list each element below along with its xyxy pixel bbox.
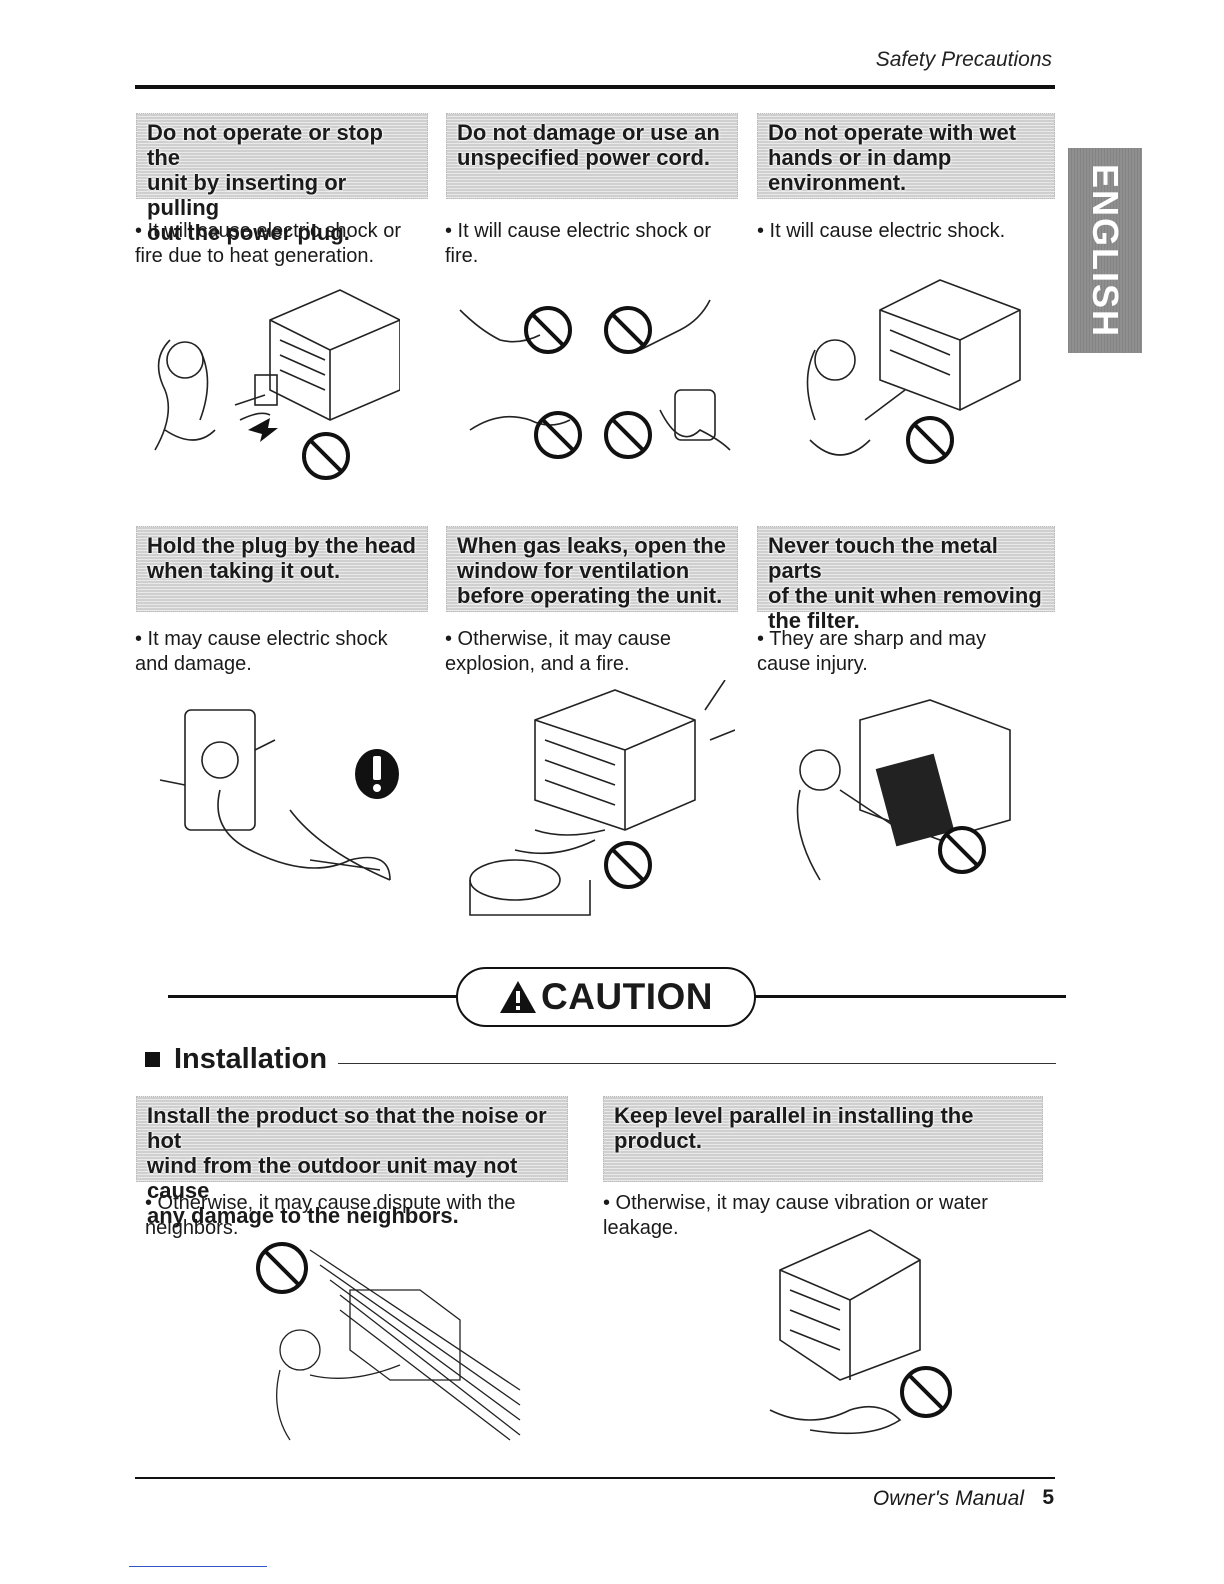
header-rule (135, 85, 1055, 89)
warning-bullet: • They are sharp and may cause injury. (757, 628, 986, 675)
warning-box-metal-parts: Never touch the metal parts of the unit … (757, 526, 1055, 633)
square-bullet-icon (145, 1052, 160, 1067)
footer-page-number: 5 (1042, 1486, 1054, 1509)
caution-banner: CAUTION (456, 967, 756, 1027)
prohibited-icon (256, 1242, 308, 1294)
caution-text: Install the product so that the noise or… (147, 1103, 547, 1228)
illustration-hold-plug (159, 709, 399, 881)
prohibited-icon (938, 826, 986, 874)
caution-box-noise: Install the product so that the noise or… (136, 1096, 568, 1228)
prohibited-icon (900, 1366, 952, 1418)
exclamation-icon (355, 749, 399, 799)
illustration-gas-leak (469, 680, 735, 916)
warning-bullet: • It may cause electric shock and damage… (135, 628, 388, 675)
warning-text: Do not operate with wet hands or in damp… (768, 120, 1017, 195)
prohibited-icon (524, 306, 652, 459)
warning-triangle-icon (499, 981, 536, 1013)
warning-bullet: • Otherwise, it may cause explosion, and… (445, 628, 671, 675)
warning-text: Never touch the metal parts of the unit … (768, 533, 1042, 633)
illustration-damaged-cord (459, 299, 731, 459)
warning-text: Do not damage or use an unspecified powe… (457, 120, 720, 170)
section-title-installation: Installation (145, 1043, 327, 1076)
prohibited-icon (906, 416, 954, 464)
prohibited-icon (604, 841, 652, 889)
caution-text: Keep level parallel in installing the pr… (614, 1103, 974, 1153)
illustration-metal-parts (796, 699, 1011, 881)
warning-box-hold-plug: Hold the plug by the head when taking it… (136, 526, 428, 612)
warning-bullet: • It will cause electric shock or fire. (445, 220, 711, 267)
caution-box-level: Keep level parallel in installing the pr… (603, 1096, 1043, 1182)
footer-rule (135, 1477, 1055, 1479)
warning-text: Do not operate or stop the unit by inser… (147, 120, 383, 245)
illustration-wet-hands (806, 279, 1021, 464)
page-edge-mark (129, 1566, 267, 1567)
warning-box-gas-leak: When gas leaks, open the window for vent… (446, 526, 738, 612)
warning-bullet: • It will cause electric shock. (757, 220, 1006, 242)
warning-text: When gas leaks, open the window for vent… (457, 533, 726, 608)
illustration-installation-neighbors (256, 1242, 521, 1441)
illustration-pulling-plug (154, 289, 400, 480)
section-rule (338, 1063, 1056, 1064)
caution-label: CAUTION (540, 976, 714, 1017)
caution-rule-left (168, 995, 458, 998)
warning-box-power-plug: Do not operate or stop the unit by inser… (136, 113, 428, 245)
illustration-installation-level (769, 1229, 952, 1435)
warning-box-power-cord: Do not damage or use an unspecified powe… (446, 113, 738, 199)
language-tab-label: ENGLISH (1085, 163, 1127, 338)
caution-rule-right (754, 995, 1066, 998)
prohibited-icon (302, 432, 350, 480)
caution-bullet: • Otherwise, it may cause dispute with t… (145, 1192, 516, 1239)
section-title-text: Installation (174, 1043, 328, 1075)
warning-text: Hold the plug by the head when taking it… (147, 533, 416, 583)
caution-bullet: • Otherwise, it may cause vibration or w… (603, 1192, 988, 1239)
language-tab: ENGLISH (1068, 148, 1142, 353)
footer-manual-label: Owner's Manual (872, 1487, 1024, 1510)
warning-box-wet-hands: Do not operate with wet hands or in damp… (757, 113, 1055, 199)
page-header-title: Safety Precautions (875, 48, 1052, 71)
warning-bullet: • It will cause electric shock or fire d… (135, 220, 401, 267)
